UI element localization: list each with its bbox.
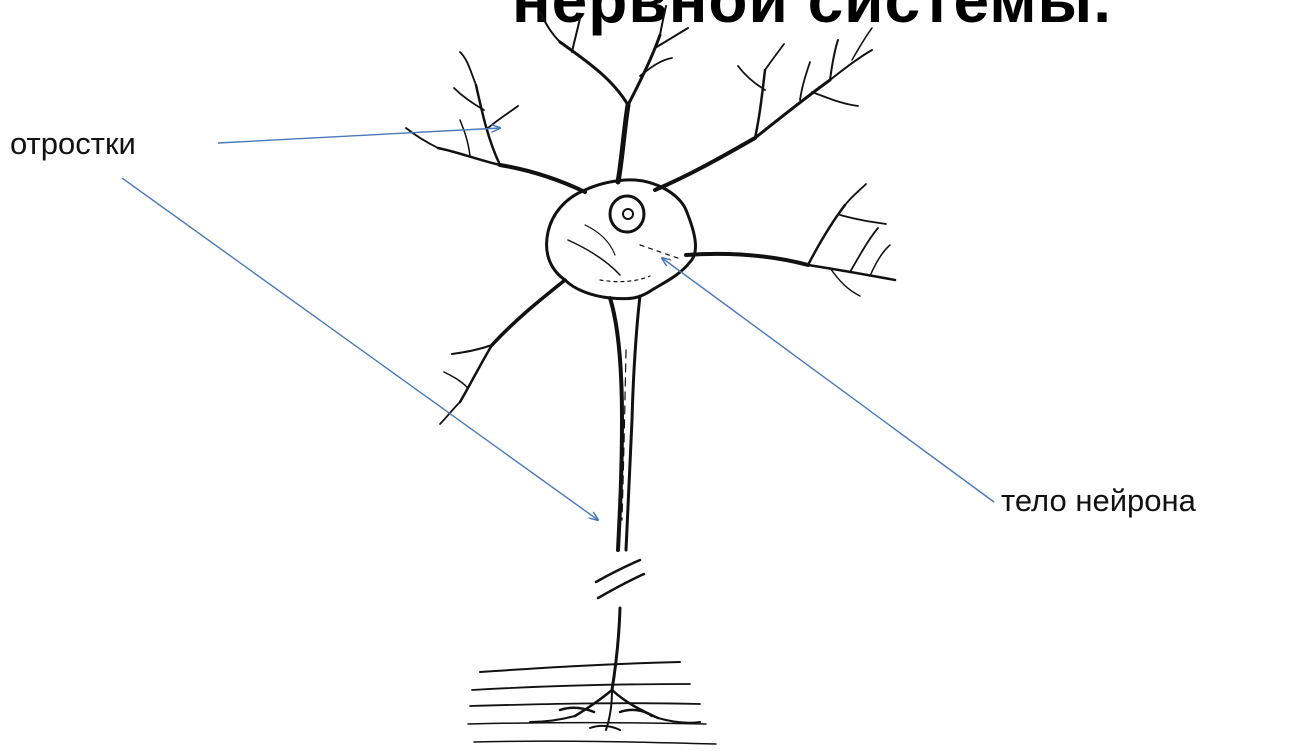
neuron-nucleus: [610, 196, 644, 232]
label-neuron-body: тело нейрона: [1001, 483, 1196, 519]
arrow-body-to-soma: [662, 258, 994, 502]
neuron-nucleolus: [623, 209, 633, 219]
arrow-processes-to-dendrite: [218, 128, 500, 143]
label-processes: отростки: [10, 126, 136, 162]
arrow-processes-to-axon: [122, 178, 598, 520]
